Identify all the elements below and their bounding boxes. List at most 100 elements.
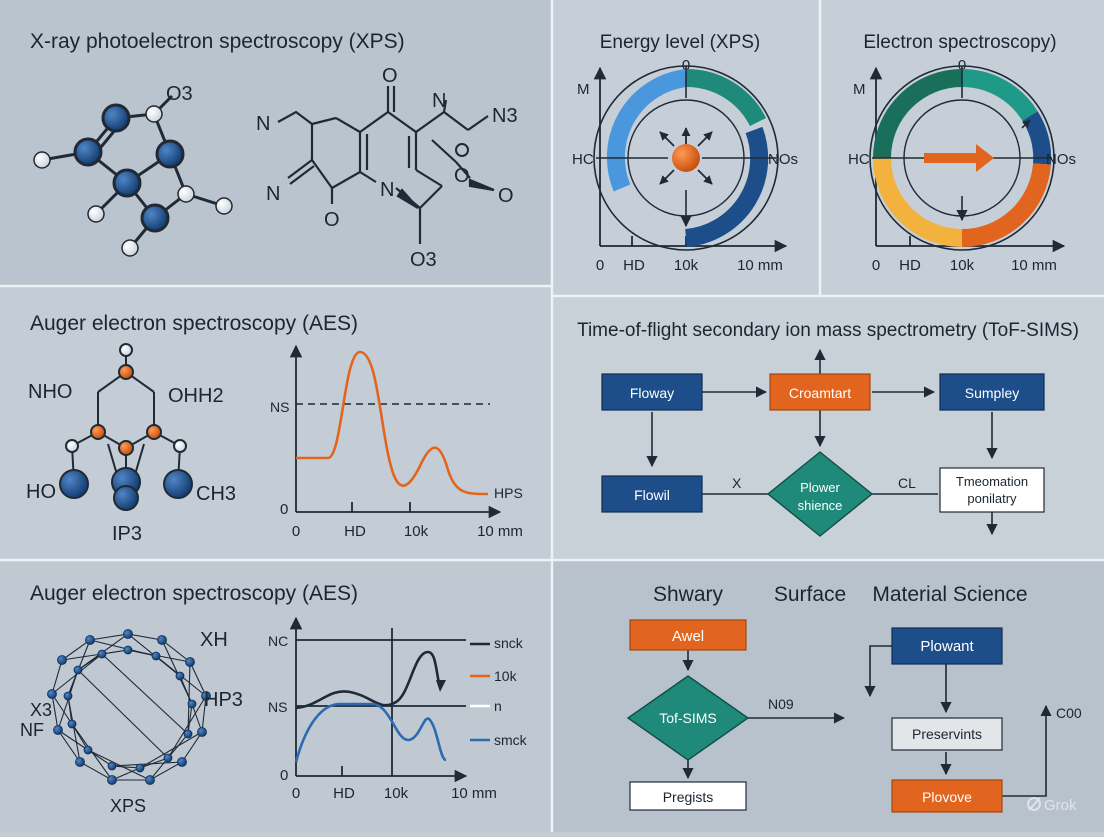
aes2-y-label-nc: NC bbox=[268, 633, 288, 649]
atom-n bbox=[112, 168, 142, 198]
panel-aes-2 bbox=[0, 560, 552, 832]
electron-ring bbox=[869, 65, 1055, 251]
aes2-mol-xps: XPS bbox=[110, 796, 146, 816]
energy-tick-0: 0 bbox=[596, 257, 604, 274]
xps-molecule-a bbox=[33, 94, 233, 257]
electron-tick-2: 10k bbox=[950, 257, 975, 274]
aes1-mol-nho: NHO bbox=[28, 381, 72, 403]
energy-tick-2: 10k bbox=[674, 257, 699, 274]
aes1-y-zero: 0 bbox=[280, 501, 288, 518]
atom-h bbox=[119, 343, 133, 357]
flow-box-awel-label: Awel bbox=[672, 628, 704, 645]
atom-n bbox=[140, 203, 170, 233]
electron-tick-3: 10 mm bbox=[1011, 257, 1057, 274]
tof-diamond-line-2: shience bbox=[798, 498, 843, 513]
flow-connectors bbox=[682, 645, 1052, 797]
atom-o bbox=[90, 424, 106, 440]
flow-box-pregists-label: Pregists bbox=[663, 789, 714, 805]
energy-left-label: HC bbox=[572, 151, 594, 168]
xps-mol-b-o-right: O bbox=[498, 185, 514, 207]
atom-h bbox=[173, 439, 187, 453]
xps-mol-a-o3: O3 bbox=[166, 83, 193, 105]
grok-watermark-text: Grok bbox=[1044, 797, 1077, 814]
aes1-mol-ip3: IP3 bbox=[112, 523, 142, 545]
atom-h bbox=[145, 105, 163, 123]
xps-mol-b-n-bottom: N bbox=[266, 183, 280, 205]
atom-n bbox=[113, 485, 139, 511]
tof-title: Time-of-flight secondary ion mass spectr… bbox=[577, 320, 1079, 341]
energy-right-label: NOs bbox=[768, 151, 798, 168]
atom-h bbox=[65, 439, 79, 453]
grok-watermark: Grok bbox=[1027, 797, 1077, 814]
aes1-chart bbox=[289, 344, 502, 519]
aes2-legend-3: n bbox=[494, 698, 502, 714]
tof-box-4: Flowil bbox=[601, 475, 703, 513]
aes2-y-label-ns: NS bbox=[268, 699, 287, 715]
aes1-mol-ho: HO bbox=[26, 481, 56, 503]
atom-ring-dot bbox=[455, 143, 469, 157]
xps-mol-b-o-top: O bbox=[382, 65, 398, 87]
xps-mol-b-o3: O3 bbox=[410, 249, 437, 271]
electron-y-label: M bbox=[853, 81, 866, 98]
atom-o bbox=[118, 364, 134, 380]
energy-arc-navy bbox=[684, 126, 769, 247]
atom-n bbox=[73, 137, 103, 167]
tof-box-2-label: Croamtart bbox=[789, 385, 851, 401]
aes2-tick-1: HD bbox=[333, 785, 355, 802]
electron-arc-green bbox=[873, 69, 963, 159]
panel-aes-1 bbox=[0, 286, 552, 560]
xps-mol-b-n-right: N bbox=[380, 179, 394, 201]
aes2-legend-1: snck bbox=[494, 635, 524, 651]
energy-arc-teal bbox=[685, 68, 767, 127]
electron-arc-orange bbox=[961, 163, 1051, 248]
aes2-mol-xh: XH bbox=[200, 629, 228, 651]
energy-arc-blue bbox=[606, 69, 688, 192]
flow-box-plovove: Plovove bbox=[891, 779, 1003, 813]
tof-diamond-line-1: Plower bbox=[800, 480, 840, 495]
aes2-legend-2: 10k bbox=[494, 668, 518, 684]
aes1-line-series bbox=[296, 350, 489, 496]
xps-mol-b-n-top: N bbox=[432, 90, 446, 112]
aes2-tick-3: 10 mm bbox=[451, 785, 497, 802]
xps-title: X-ray photoelectron spectroscopy (XPS) bbox=[30, 30, 405, 53]
flow-box-plowant-label: Plowant bbox=[920, 638, 974, 655]
tof-label-cl: CL bbox=[898, 475, 916, 491]
tof-box-6-line-1: Tmeomation bbox=[956, 474, 1028, 489]
tof-box-1-label: Floway bbox=[630, 385, 674, 401]
aes1-mol-ch3: CH3 bbox=[196, 483, 236, 505]
electron-tick-0: 0 bbox=[872, 257, 880, 274]
energy-title: Energy level (XPS) bbox=[600, 32, 761, 53]
atom-n bbox=[163, 469, 193, 499]
electron-arc-yellow bbox=[873, 157, 963, 247]
flow-box-preservints: Preservints bbox=[891, 717, 1003, 751]
tof-box-2: Croamtart bbox=[769, 373, 871, 411]
aes2-line-black bbox=[295, 650, 442, 710]
aes1-tick-1: HD bbox=[344, 523, 366, 540]
aes2-network-nodes bbox=[47, 629, 211, 785]
aes2-tick-0: 0 bbox=[292, 785, 300, 802]
flow-c00: C00 bbox=[1056, 705, 1082, 721]
aes2-tick-2: 10k bbox=[384, 785, 409, 802]
electron-arrow bbox=[924, 144, 994, 172]
tof-box-6: Tmeomation ponilatry bbox=[939, 467, 1045, 513]
xps-mol-b-n-left: N bbox=[256, 113, 270, 135]
atom-h bbox=[121, 239, 139, 257]
electron-right-label: NOs bbox=[1046, 151, 1076, 168]
tof-box-3-label: Sumpley bbox=[965, 385, 1019, 401]
aes2-mol-nf: NF bbox=[20, 720, 44, 740]
flow-header-3: Material Science bbox=[872, 583, 1027, 606]
atom-h bbox=[33, 151, 51, 169]
atom-o bbox=[118, 440, 134, 456]
flow-diamond: Tof-SIMS bbox=[626, 675, 750, 761]
aes2-line-black-arrow bbox=[436, 680, 446, 692]
aes2-legend-4: smck bbox=[494, 732, 528, 748]
aes2-line-blue bbox=[294, 702, 447, 763]
atom-h bbox=[87, 205, 105, 223]
energy-tick-3: 10 mm bbox=[737, 257, 783, 274]
atom-h bbox=[215, 197, 233, 215]
energy-tick-1: HD bbox=[623, 257, 645, 274]
flow-box-preservints-label: Preservints bbox=[912, 726, 982, 742]
flow-box-plovove-label: Plovove bbox=[922, 789, 972, 805]
